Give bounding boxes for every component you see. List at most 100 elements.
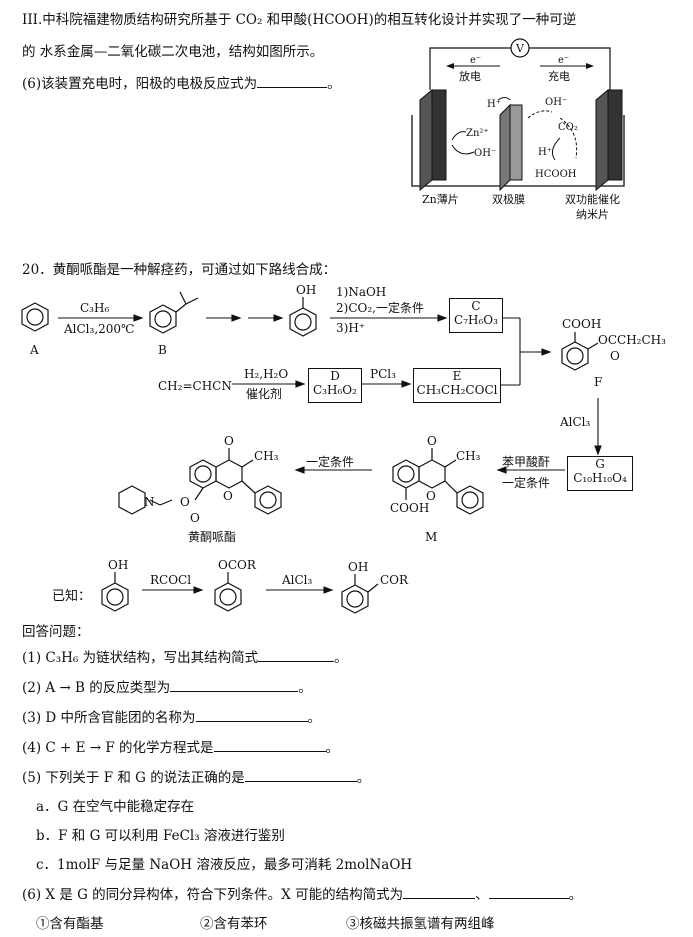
- compound-G-name: G: [595, 457, 605, 471]
- question-1: (1) C₃H₆ 为链状结构，写出其结构简式。: [22, 646, 348, 666]
- M-ch3: CH₃: [456, 449, 481, 463]
- electron-right: e⁻: [558, 55, 569, 66]
- phenol-oh: OH: [296, 283, 316, 297]
- q20-intro: 20．黄酮哌酯是一种解痉药，可通过如下路线合成：: [22, 262, 337, 278]
- reagent-catalyst: 催化剂: [246, 386, 282, 401]
- zn-plate: [431, 89, 447, 181]
- species-h-left: H⁺: [487, 99, 501, 110]
- question-3: (3) D 中所含官能团的名称为。: [22, 706, 321, 726]
- question-text: (6) X 是 G 的同分异构体，符合下列条件。X 可能的结构简式为: [22, 887, 404, 903]
- compound-C-box: C C₇H₆O₃: [449, 298, 503, 333]
- answer-blank[interactable]: [213, 739, 326, 752]
- question-end: 。: [307, 710, 322, 726]
- answer-blank-1[interactable]: [403, 886, 476, 899]
- compound-D-formula: C₃H₆O₂: [313, 383, 357, 397]
- section3-line1: III.中科院福建物质结构研究所基于 CO₂ 和甲酸(HCOOH)的相互转化设计…: [22, 12, 577, 28]
- discharge-label: 放电: [459, 69, 481, 83]
- catalyst-plate: [607, 89, 623, 181]
- questions-header: 回答问题：: [22, 624, 90, 640]
- electron-left: e⁻: [470, 55, 481, 66]
- reagent-alcl3-200: AlCl₃,200℃: [63, 322, 134, 336]
- compound-D-name: D: [330, 369, 340, 383]
- known-oh: OH: [108, 558, 128, 572]
- product-ester-o2: O: [190, 511, 200, 525]
- reagent-alcl3: AlCl₃: [559, 415, 591, 429]
- compound-C-name: C: [471, 299, 481, 313]
- label-A: A: [29, 343, 39, 357]
- compound-E-formula: CH₃CH₂COCl: [416, 383, 498, 397]
- step-co2: 2)CO₂,一定条件: [336, 300, 424, 315]
- compound-E-name: E: [452, 369, 462, 383]
- product-ch3: CH₃: [254, 449, 279, 463]
- answer-blank[interactable]: [170, 679, 299, 692]
- known-rcocl: RCOCl: [150, 573, 191, 587]
- known-cor: COR: [380, 573, 409, 587]
- answer-blank[interactable]: [258, 649, 335, 662]
- option-b: b．F 和 G 可以利用 FeCl₃ 溶液进行鉴别: [36, 828, 285, 844]
- label-catalyst-1: 双功能催化: [565, 192, 620, 206]
- question-end: 。: [298, 680, 312, 696]
- voltmeter-icon: [510, 38, 530, 58]
- question-2: (2) A → B 的反应类型为 。: [22, 676, 312, 696]
- question-4: (4) C + E → F 的化学方程式是 。: [22, 736, 339, 756]
- condition-g-m: 一定条件: [502, 475, 550, 490]
- species-hcooh: HCOOH: [535, 169, 577, 180]
- section3-question6: (6)该装置充电时，阳极的电极反应式为 。: [22, 72, 341, 92]
- species-co2: CO₂: [558, 122, 578, 133]
- condition-m-product: 一定条件: [306, 454, 354, 469]
- product-name: 黄酮哌酯: [188, 530, 236, 544]
- question-text: (6)该装置充电时，阳极的电极反应式为: [22, 76, 258, 92]
- M-carbonyl-o: O: [427, 434, 437, 448]
- question-text: (1) C₃H₆ 为链状结构，写出其结构简式: [22, 650, 259, 666]
- reagent-pcl3: PCl₃: [370, 367, 396, 381]
- species-h-right: H⁺: [538, 147, 552, 158]
- question-text: (2) A → B 的反应类型为: [22, 680, 171, 696]
- product-ester-o: O: [180, 495, 190, 509]
- compound-G-box: G C₁₀H₁₀O₄: [567, 456, 633, 491]
- species-oh-left: OH⁻: [474, 148, 496, 159]
- condition-3: ③核磁共振氢谱有两组峰: [346, 916, 495, 932]
- label-B: B: [158, 343, 167, 357]
- species-oh-right: OH⁻: [545, 97, 567, 108]
- step-h: 3)H⁺: [336, 321, 365, 335]
- section3-line2: 的 水系金属—二氧化碳二次电池，结构如图所示。: [22, 44, 324, 60]
- product-ring-o: O: [223, 489, 233, 503]
- known-ocor: OCOR: [218, 558, 257, 572]
- label-zn-plate: Zn薄片: [422, 192, 459, 206]
- acrylonitrile: CH₂=CHCN: [158, 379, 232, 393]
- question-text: (5) 下列关于 F 和 G 的说法正确的是: [22, 770, 245, 786]
- F-ester: OCCH₂CH₃: [598, 333, 666, 347]
- question-end: 。: [356, 770, 371, 786]
- piperidine-n: N: [144, 495, 155, 509]
- question-text: (4) C + E → F 的化学方程式是: [22, 740, 214, 756]
- M-ring-o: O: [426, 489, 436, 503]
- label-F: F: [594, 375, 602, 389]
- answer-blank[interactable]: [244, 769, 357, 782]
- bipolar-membrane: [509, 104, 523, 181]
- option-a: a．G 在空气中能稳定存在: [36, 799, 195, 815]
- charge-label: 充电: [548, 69, 570, 83]
- known-alcl3: AlCl₃: [281, 573, 313, 587]
- compound-C-formula: C₇H₆O₃: [454, 313, 498, 327]
- question-end: 。: [325, 740, 340, 756]
- benzoic-anhydride: 苯甲酸酐: [502, 454, 550, 469]
- compound-D-box: D C₃H₆O₂: [308, 368, 362, 403]
- answer-blank-2[interactable]: [488, 886, 569, 899]
- option-c: c．1molF 与足量 NaOH 溶液反应，最多可消耗 2molNaOH: [36, 857, 413, 873]
- step-naoh: 1)NaOH: [336, 285, 386, 299]
- question-end: 。: [327, 76, 341, 92]
- F-cooh: COOH: [562, 317, 601, 331]
- question-5: (5) 下列关于 F 和 G 的说法正确的是 。: [22, 766, 370, 786]
- known-label: 已知：: [52, 588, 91, 604]
- known-oh2: OH: [348, 560, 368, 574]
- answer-blank[interactable]: [195, 709, 308, 722]
- answer-blank[interactable]: [257, 75, 328, 88]
- label-membrane: 双极膜: [492, 192, 525, 206]
- condition-2: ②含有苯环: [200, 916, 268, 932]
- reagent-c3h6: C₃H₆: [80, 301, 109, 315]
- question-6: (6) X 是 G 的同分异构体，符合下列条件。X 可能的结构简式为、。: [22, 883, 582, 903]
- species-zn: Zn²⁺: [466, 128, 489, 139]
- M-cooh: COOH: [390, 501, 429, 515]
